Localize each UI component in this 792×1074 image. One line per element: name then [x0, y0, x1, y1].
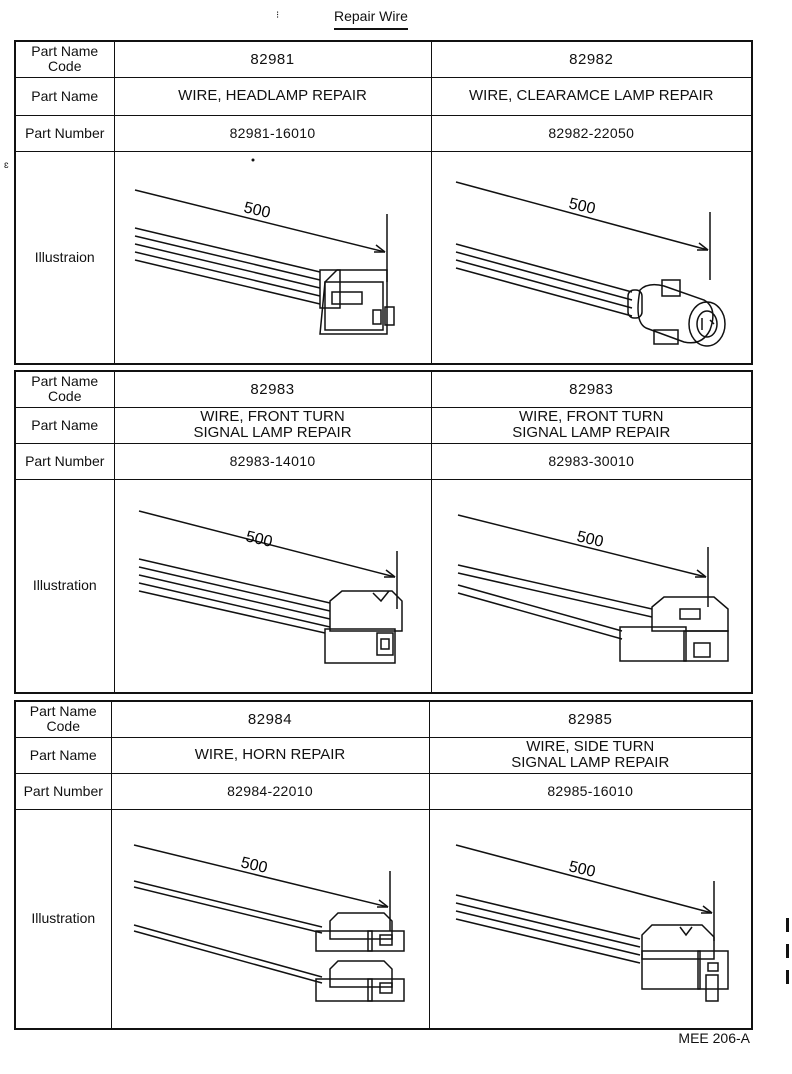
- edge-marks: [786, 918, 790, 996]
- connector-drawing: 500: [133, 844, 405, 1002]
- part-number: 82982-22050: [430, 114, 753, 152]
- part-number: 82983-30010: [430, 442, 753, 480]
- illustration-front-turn-connector: 500: [113, 478, 432, 694]
- label-part-name-code: Part Name Code: [14, 370, 115, 408]
- connector-drawing: 500: [455, 844, 729, 1002]
- dimension-label: 500: [567, 196, 597, 219]
- dimension-label: 500: [239, 854, 269, 877]
- label-part-number: Part Number: [14, 442, 115, 480]
- label-part-name-code: Part Name Code: [14, 40, 115, 78]
- connector-drawing: 500: [134, 158, 395, 335]
- label-part-name-code: Part Name Code: [14, 700, 112, 738]
- label-part-number: Part Number: [14, 772, 112, 810]
- stray-mark: ⁝: [276, 10, 280, 21]
- label-part-name: Part Name: [14, 736, 112, 774]
- dimension-label: 500: [244, 528, 274, 551]
- illustration-front-turn-connector: 500: [430, 478, 753, 694]
- part-name: WIRE, FRONT TURN SIGNAL LAMP REPAIR: [113, 406, 432, 444]
- part-name: WIRE, HORN REPAIR: [110, 736, 430, 774]
- parts-table-2: Part Name Code 82983 82983 Part Name WIR…: [14, 370, 753, 694]
- part-number: 82984-22010: [110, 772, 430, 810]
- dimension-label: 500: [242, 200, 272, 223]
- part-code: 82985: [428, 700, 753, 738]
- connector-drawing: 500: [457, 514, 729, 662]
- illustration-side-turn-connector: 500: [428, 808, 753, 1030]
- part-code: 82983: [113, 370, 432, 408]
- part-number: 82985-16010: [428, 772, 753, 810]
- part-code: 82982: [430, 40, 753, 78]
- dimension-label: 500: [567, 858, 597, 881]
- label-part-name: Part Name: [14, 406, 115, 444]
- document-code: MEE 206-A: [678, 1030, 750, 1046]
- part-name: WIRE, CLEARAMCE LAMP REPAIR: [430, 76, 753, 116]
- part-code: 82983: [430, 370, 753, 408]
- label-illustration: Illustraion: [14, 150, 115, 365]
- dimension-label: 500: [575, 528, 605, 551]
- label-illustration: Illustration: [14, 808, 112, 1030]
- parts-table-3: Part Name Code 82984 82985 Part Name WIR…: [14, 700, 753, 1030]
- part-code: 82984: [110, 700, 430, 738]
- page-title: Repair Wire: [334, 8, 408, 30]
- illustration-headlamp-connector: 500: [113, 150, 432, 365]
- part-name: WIRE, FRONT TURN SIGNAL LAMP REPAIR: [430, 406, 753, 444]
- part-name: WIRE, HEADLAMP REPAIR: [113, 76, 432, 116]
- part-code: 82981: [113, 40, 432, 78]
- parts-table-1: Part Name Code 82981 82982 Part Name WIR…: [14, 40, 753, 365]
- illustration-clearance-connector: 500: [430, 150, 753, 365]
- illustration-horn-connectors: 500: [110, 808, 430, 1030]
- connector-drawing: 500: [455, 181, 726, 347]
- label-part-name: Part Name: [14, 76, 115, 116]
- part-number: 82981-16010: [113, 114, 432, 152]
- part-name: WIRE, SIDE TURN SIGNAL LAMP REPAIR: [428, 736, 753, 774]
- label-part-number: Part Number: [14, 114, 115, 152]
- label-illustration: Illustration: [14, 478, 115, 694]
- stray-mark: ɛ: [4, 160, 9, 171]
- connector-drawing: 500: [138, 510, 403, 664]
- part-number: 82983-14010: [113, 442, 432, 480]
